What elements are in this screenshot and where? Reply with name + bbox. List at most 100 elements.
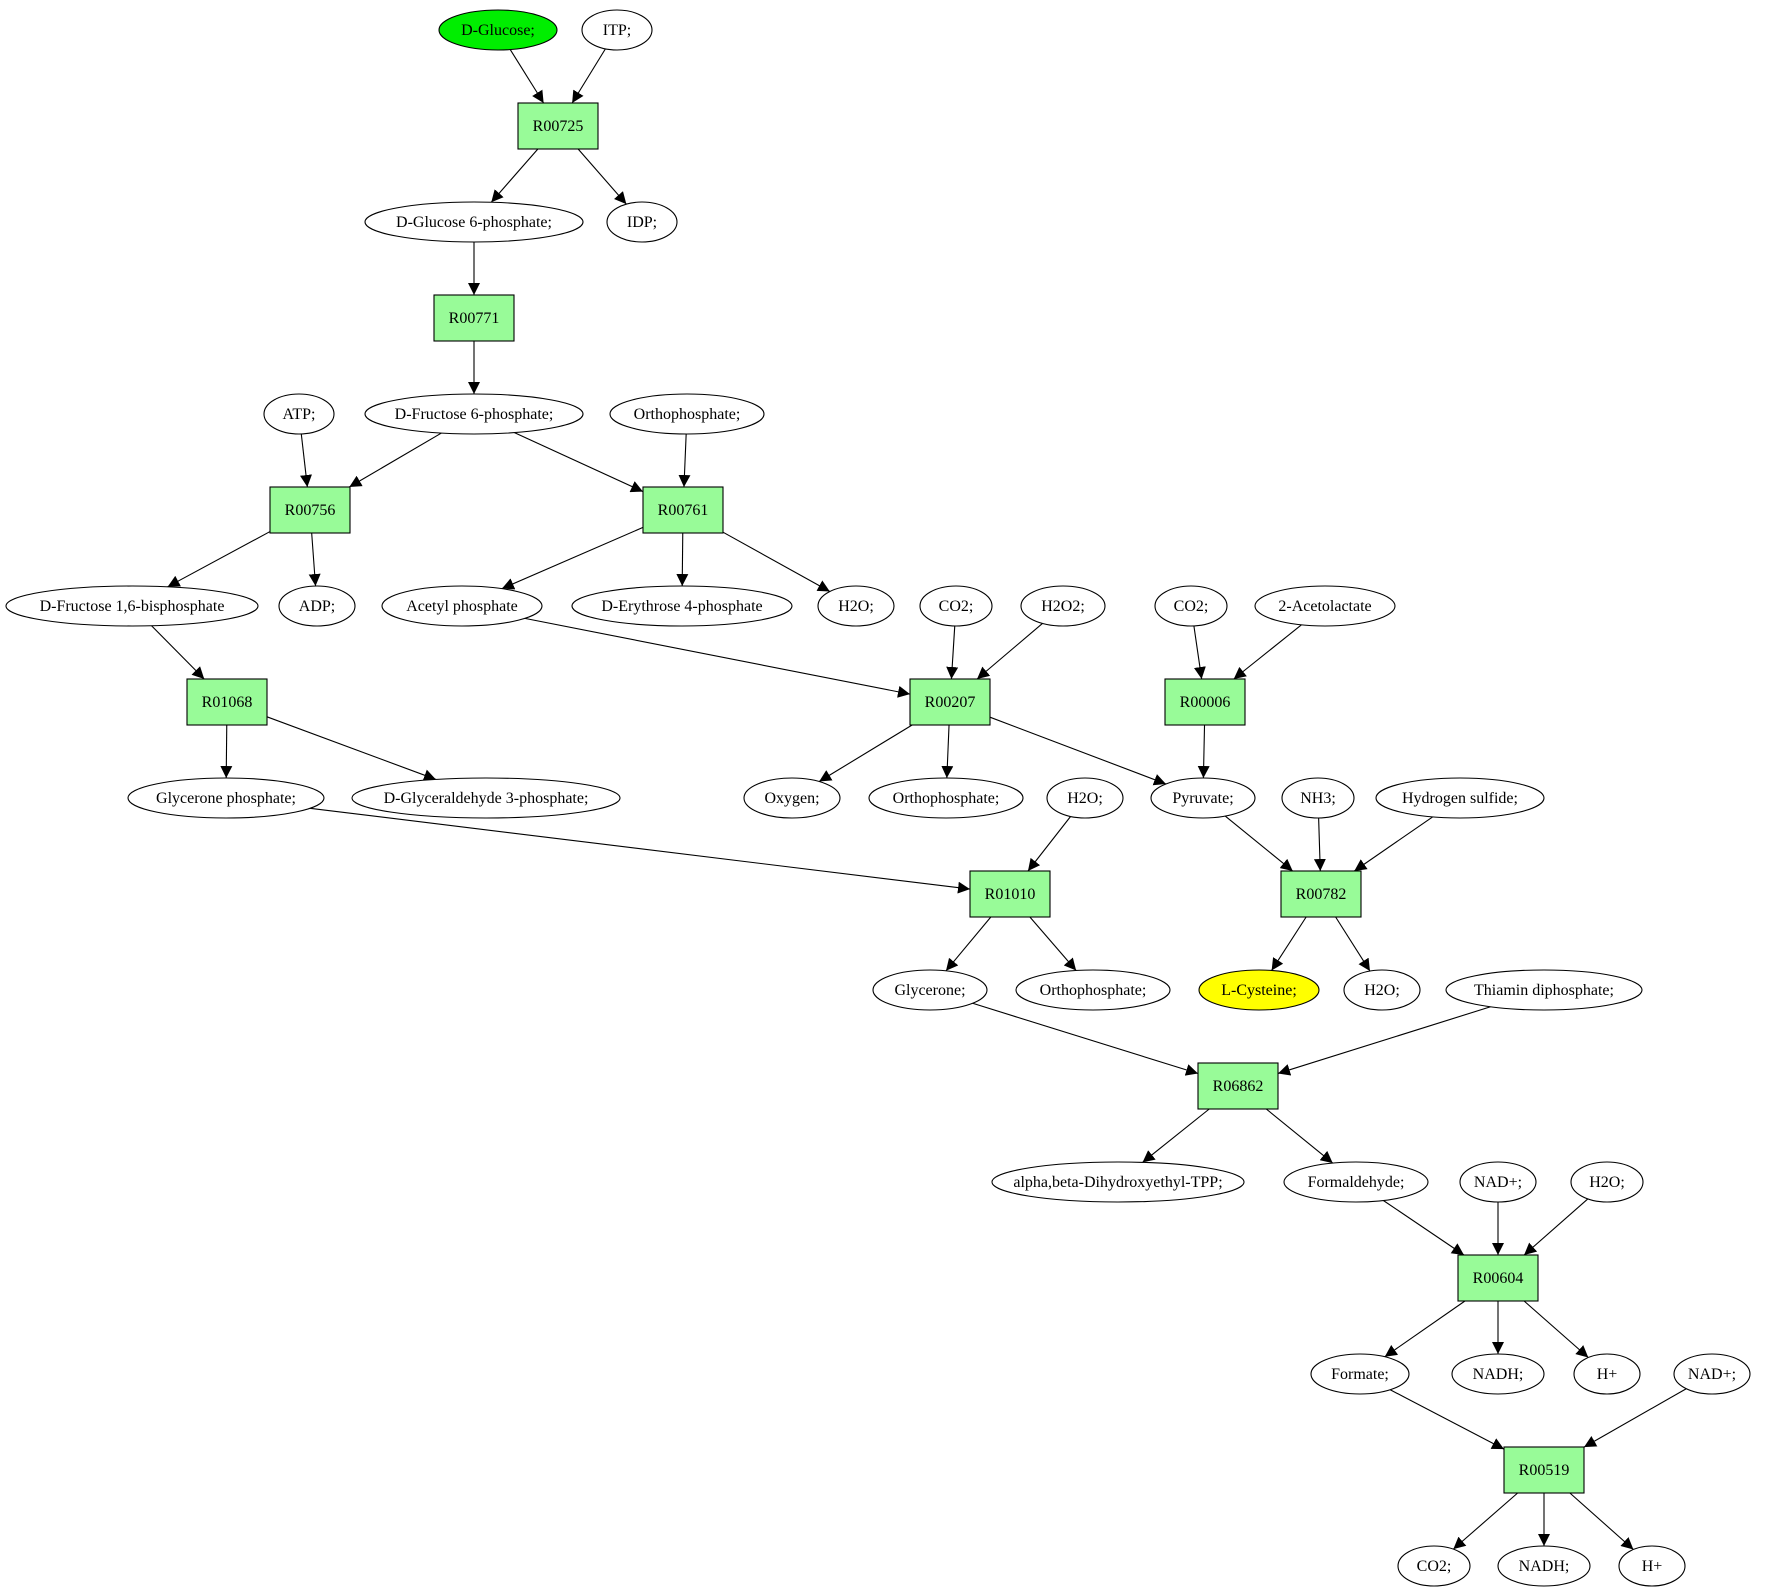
- compound-node-h2o[interactable]: H2O;: [1046, 777, 1124, 819]
- reaction-node-r00207[interactable]: R00207: [909, 678, 991, 726]
- reaction-box: [517, 102, 599, 150]
- compound-node-idp[interactable]: IDP;: [606, 201, 678, 243]
- compound-node-d-glucose-6-phosphate[interactable]: D-Glucose 6-phosphate;: [364, 201, 584, 243]
- reaction-node-r00006[interactable]: R00006: [1164, 678, 1246, 726]
- compound-ellipse: [1283, 1161, 1429, 1203]
- compound-node-itp[interactable]: ITP;: [581, 9, 653, 51]
- compound-node-co2[interactable]: CO2;: [919, 585, 993, 627]
- compound-node-adp[interactable]: ADP;: [278, 585, 356, 627]
- reaction-label: R00604: [1473, 1270, 1524, 1287]
- compound-ellipse: [351, 777, 621, 819]
- edge-R00207-to-oxygen: [818, 724, 913, 782]
- compound-ellipse: [817, 585, 895, 627]
- compound-node-formate[interactable]: Formate;: [1310, 1353, 1410, 1395]
- edge-R00756-to-f16bp: [167, 531, 271, 588]
- reaction-node-r06862[interactable]: R06862: [1197, 1062, 1279, 1110]
- compound-label: NADH;: [1473, 1366, 1524, 1383]
- reaction-node-r00604[interactable]: R00604: [1457, 1254, 1539, 1302]
- edge-formaldehyde-to-R00604: [1383, 1200, 1465, 1256]
- reaction-node-r00761[interactable]: R00761: [642, 486, 724, 534]
- compound-label: ATP;: [283, 406, 316, 423]
- compound-label: H2O2;: [1041, 598, 1085, 615]
- reaction-label: R00519: [1519, 1462, 1570, 1479]
- compound-ellipse: [1397, 1545, 1471, 1587]
- compound-ellipse: [1154, 585, 1228, 627]
- compound-ellipse: [1150, 777, 1256, 819]
- compound-ellipse: [127, 777, 325, 819]
- compound-node-acetyl-phosphate[interactable]: Acetyl phosphate: [381, 585, 543, 627]
- edge-R01068-to-gp: [220, 724, 233, 779]
- compound-node-l-cysteine[interactable]: L-Cysteine;: [1198, 969, 1320, 1011]
- compound-node-hydrogen-sulfide[interactable]: Hydrogen sulfide;: [1375, 777, 1545, 819]
- reaction-node-r01010[interactable]: R01010: [969, 870, 1051, 918]
- reaction-box: [642, 486, 724, 534]
- compound-node-formaldehyde[interactable]: Formaldehyde;: [1283, 1161, 1429, 1203]
- reaction-label: R00771: [449, 310, 500, 327]
- compound-ellipse: [1310, 1353, 1410, 1395]
- compound-node-nad[interactable]: NAD+;: [1673, 1353, 1751, 1395]
- edge-acetolactate-to-R00006: [1233, 624, 1302, 680]
- compound-ellipse: [5, 585, 259, 627]
- compound-node-d-glyceraldehyde-3-phosphate[interactable]: D-Glyceraldehyde 3-phosphate;: [351, 777, 621, 819]
- compound-node-orthophosphate[interactable]: Orthophosphate;: [609, 393, 765, 435]
- compound-label: Oxygen;: [764, 790, 819, 807]
- compound-label: Formate;: [1331, 1366, 1389, 1383]
- compound-ellipse: [278, 585, 356, 627]
- edge-h2o5-to-R00604: [1523, 1198, 1589, 1256]
- compound-node-d-glucose[interactable]: D-Glucose;: [438, 9, 558, 51]
- compound-label: Formaldehyde;: [1308, 1174, 1405, 1191]
- compound-node-h2o[interactable]: H2O;: [1570, 1161, 1644, 1203]
- compound-node-pyruvate[interactable]: Pyruvate;: [1150, 777, 1256, 819]
- compound-node-d-fructose-1-6-bisphosphate[interactable]: D-Fructose 1,6-bisphosphate: [5, 585, 259, 627]
- compound-node-thiamin-diphosphate[interactable]: Thiamin diphosphate;: [1445, 969, 1643, 1011]
- compound-node-glycerone-phosphate[interactable]: Glycerone phosphate;: [127, 777, 325, 819]
- compound-node-oxygen[interactable]: Oxygen;: [743, 777, 841, 819]
- compound-node-co2[interactable]: CO2;: [1397, 1545, 1471, 1587]
- reaction-node-r00782[interactable]: R00782: [1280, 870, 1362, 918]
- compound-label: H+: [1642, 1558, 1663, 1575]
- compound-node-nadh[interactable]: NADH;: [1451, 1353, 1545, 1395]
- reaction-node-r00725[interactable]: R00725: [517, 102, 599, 150]
- reaction-node-r01068[interactable]: R01068: [186, 678, 268, 726]
- compound-node-2-acetolactate[interactable]: 2-Acetolactate: [1254, 585, 1396, 627]
- edge-h2s-to-R00782: [1353, 816, 1433, 872]
- compound-node-h[interactable]: H+: [1573, 1353, 1641, 1395]
- compound-ellipse: [1046, 777, 1124, 819]
- edge-R01010-to-glycerone: [945, 916, 992, 972]
- edge-R00756-to-adp: [308, 532, 321, 587]
- compound-node-h2o[interactable]: H2O;: [1343, 969, 1421, 1011]
- compound-ellipse: [1673, 1353, 1751, 1395]
- compound-ellipse: [1254, 585, 1396, 627]
- edge-R00725-to-g6p: [490, 148, 539, 203]
- compound-label: Orthophosphate;: [634, 406, 741, 423]
- edge-R06862-to-formaldehyde: [1265, 1108, 1334, 1164]
- edge-nad2-to-R00519: [1583, 1388, 1687, 1448]
- compound-node-h[interactable]: H+: [1618, 1545, 1686, 1587]
- compound-node-orthophosphate[interactable]: Orthophosphate;: [868, 777, 1024, 819]
- compound-node-h2o[interactable]: H2O;: [817, 585, 895, 627]
- compound-ellipse: [1015, 969, 1171, 1011]
- compound-label: Glycerone phosphate;: [156, 790, 296, 807]
- edge-R01068-to-g3p: [266, 716, 437, 781]
- compound-label: D-Fructose 1,6-bisphosphate: [40, 598, 225, 615]
- edge-R00604-to-h1: [1523, 1300, 1589, 1358]
- compound-ellipse: [381, 585, 543, 627]
- reaction-node-r00519[interactable]: R00519: [1503, 1446, 1585, 1494]
- reaction-box: [1457, 1254, 1539, 1302]
- compound-node-co2[interactable]: CO2;: [1154, 585, 1228, 627]
- compound-node-nadh[interactable]: NADH;: [1497, 1545, 1591, 1587]
- edge-tpp-to-R06862: [1277, 1006, 1491, 1076]
- compound-label: ADP;: [299, 598, 335, 615]
- compound-label: H+: [1597, 1366, 1618, 1383]
- reaction-node-r00756[interactable]: R00756: [269, 486, 351, 534]
- compound-node-h2o2[interactable]: H2O2;: [1020, 585, 1106, 627]
- compound-node-nad[interactable]: NAD+;: [1459, 1161, 1537, 1203]
- compound-node-orthophosphate[interactable]: Orthophosphate;: [1015, 969, 1171, 1011]
- compound-node-atp[interactable]: ATP;: [263, 393, 335, 435]
- compound-node-alpha-beta-dihydroxyethyl-tpp[interactable]: alpha,beta-Dihydroxyethyl-TPP;: [991, 1161, 1245, 1203]
- compound-node-glycerone[interactable]: Glycerone;: [872, 969, 988, 1011]
- compound-node-nh3[interactable]: NH3;: [1281, 777, 1355, 819]
- reaction-node-r00771[interactable]: R00771: [433, 294, 515, 342]
- compound-node-d-fructose-6-phosphate[interactable]: D-Fructose 6-phosphate;: [364, 393, 584, 435]
- compound-node-d-erythrose-4-phosphate[interactable]: D-Erythrose 4-phosphate: [571, 585, 793, 627]
